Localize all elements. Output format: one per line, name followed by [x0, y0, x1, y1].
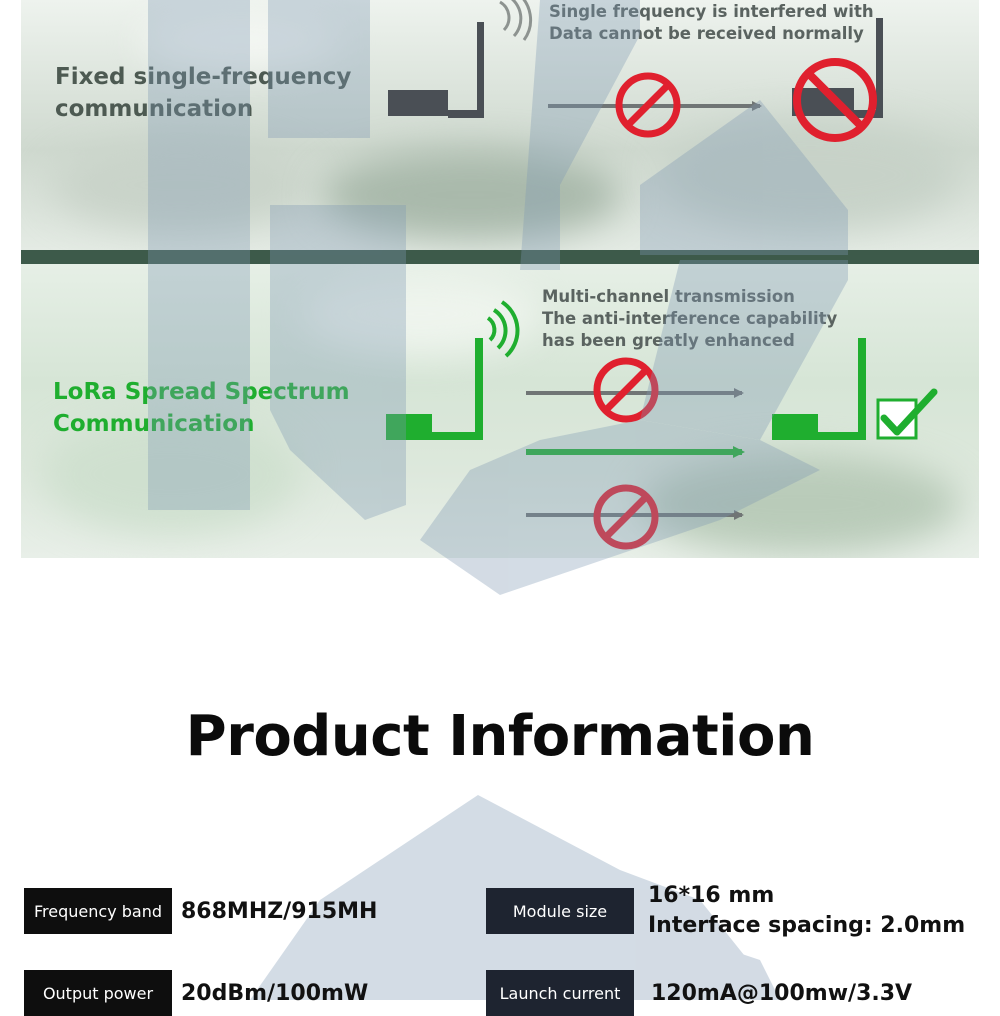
caption-line: The anti-interference capability: [542, 309, 838, 328]
background-blur: [661, 120, 961, 230]
no-entry-icon: [593, 484, 659, 550]
spec-label-launch-current: Launch current: [486, 970, 634, 1016]
label-line: Communication: [53, 411, 255, 437]
panel-divider: [21, 250, 979, 264]
wireless-signal-icon: [486, 300, 520, 358]
spec-value-line: Interface spacing: 2.0mm: [648, 913, 966, 938]
antenna-device-icon: [388, 22, 484, 118]
label-line: communication: [55, 96, 254, 122]
fixed-frequency-panel: [21, 0, 979, 250]
background-blur: [321, 150, 621, 240]
spec-label-output-power: Output power: [24, 970, 172, 1016]
spec-label-module-size: Module size: [486, 888, 634, 934]
caption-line: Multi-channel transmission: [542, 287, 795, 306]
background-blur: [41, 414, 301, 534]
spec-value-line: 16*16 mm: [648, 883, 775, 908]
background-blur: [641, 454, 961, 554]
lora-caption: Multi-channel transmission The anti-inte…: [542, 286, 837, 352]
fixed-frequency-label: Fixed single-frequency communication: [55, 61, 351, 125]
spec-value-line: 20dBm/100mW: [181, 981, 369, 1006]
caption-line: Single frequency is interfered with: [549, 2, 874, 21]
spec-value-line: 120mA@100mw/3.3V: [651, 981, 913, 1006]
background-blur: [51, 140, 311, 230]
lora-label: LoRa Spread Spectrum Communication: [53, 376, 350, 440]
product-information-title: Product Information: [185, 704, 815, 769]
spec-label-frequency-band: Frequency band: [24, 888, 172, 934]
spec-value-launch-current: 120mA@100mw/3.3V: [651, 979, 912, 1009]
no-entry-icon: [615, 72, 681, 138]
caption-line: Data cannot be received normally: [549, 24, 864, 43]
wireless-signal-icon: [499, 0, 533, 41]
antenna-device-icon: [772, 338, 866, 440]
fixed-frequency-caption: Single frequency is interfered with Data…: [549, 1, 874, 45]
spec-value-frequency-band: 868MHZ/915MH: [181, 897, 377, 927]
communication-diagram: [386, 0, 938, 550]
background-blur: [141, 10, 341, 70]
no-entry-icon: [593, 357, 659, 423]
spec-value-line: 868MHZ/915MH: [181, 899, 378, 924]
antenna-device-icon: [386, 338, 483, 440]
spec-value-module-size: 16*16 mm Interface spacing: 2.0mm: [648, 881, 965, 941]
caption-line: has been greatly enhanced: [542, 331, 795, 350]
spec-value-output-power: 20dBm/100mW: [181, 979, 368, 1009]
checkmark-box-icon: [876, 388, 938, 440]
label-line: Fixed single-frequency: [55, 64, 352, 90]
label-line: LoRa Spread Spectrum: [53, 379, 350, 405]
no-entry-icon: [793, 58, 877, 142]
